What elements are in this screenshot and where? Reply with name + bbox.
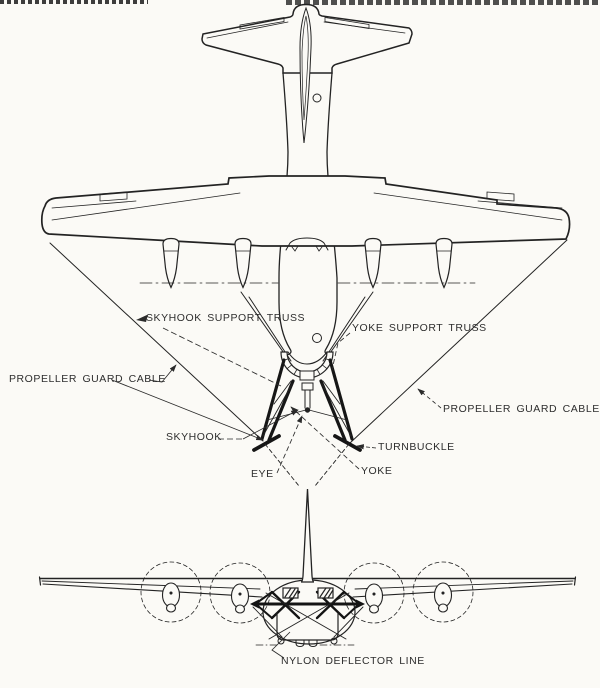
yoke-support-truss-members (240, 291, 374, 362)
skyhook-fitting (301, 382, 314, 413)
elevator-tab (239, 17, 285, 30)
lower-fuselage-box (276, 612, 339, 641)
label-skyhook-support-truss: SKYHOOK SUPPORT TRUSS (146, 312, 306, 324)
leader-to-truss-foot (111, 379, 264, 441)
label-propeller-guard-cable-left: PROPELLER GUARD CABLE (9, 373, 166, 385)
leader-yoke (290, 406, 360, 470)
scan-artifact-strip (286, 0, 600, 5)
label-yoke: YOKE (361, 465, 393, 477)
leader-turnbuckle (356, 444, 377, 450)
elevator-tab (324, 17, 370, 29)
aileron-line (477, 200, 563, 209)
scan-artifact-strip (0, 0, 148, 4)
aileron-line (51, 200, 137, 209)
canopy-arch (285, 237, 329, 251)
vertical-fin-plan (299, 6, 312, 144)
aileron-tab (486, 191, 515, 202)
plan-view (40, 3, 571, 487)
nose-outline (287, 351, 328, 365)
fuselage-plan (278, 72, 292, 356)
vertical-fin-plan-inner (301, 15, 309, 121)
leader-propeller-guard-cable-left (148, 364, 177, 383)
wingtip-cap (38, 576, 42, 586)
label-propeller-guard-cable-right: PROPELLER GUARD CABLE (443, 403, 600, 415)
elevator-hinge-line (206, 21, 289, 39)
leader-yoke-support-truss (331, 332, 351, 371)
wingtip-cap (573, 576, 577, 586)
leader-tick-skyhook-support-truss (136, 314, 148, 322)
truss-end-fitting (250, 599, 259, 609)
leader-skyhook-support-truss (162, 327, 282, 387)
wing-plan (40, 175, 571, 247)
label-nylon-deflector-line: NYLON DEFLECTOR LINE (281, 655, 425, 667)
wing-spar-line (51, 192, 241, 221)
fuselage-plan (324, 72, 338, 356)
propeller-guard-cable-line (49, 242, 264, 442)
label-eye: EYE (251, 468, 274, 480)
canopy-tick (315, 245, 323, 252)
landing-gear-wheels (277, 637, 338, 648)
leader-eye (276, 415, 303, 474)
truss-foot-bar (333, 434, 362, 452)
skyhook-support-truss-legs (252, 358, 362, 452)
nose-hatch-circle (312, 333, 322, 343)
wing-spar-line (373, 192, 563, 221)
astrodome-circle (312, 93, 322, 103)
leader-skyhook-to-hook (242, 409, 299, 440)
front-view (38, 488, 577, 648)
engine-nacelles-front (161, 582, 453, 614)
label-skyhook: SKYHOOK (166, 431, 222, 443)
leader-nylon-deflector-line (271, 631, 291, 659)
truss-hatch-block (282, 587, 334, 599)
label-yoke-support-truss: YOKE SUPPORT TRUSS (352, 322, 487, 334)
canopy-tick (291, 245, 299, 252)
yoke-ring (280, 351, 334, 381)
aileron-tab (99, 191, 128, 202)
leader-propeller-guard-cable-right (417, 388, 442, 409)
vertical-fin-front (300, 488, 315, 583)
engine-nacelles-plan (162, 237, 453, 289)
leader-lines (111, 314, 442, 659)
truss-bracing (262, 380, 352, 487)
truss-end-fitting (356, 599, 365, 609)
label-turnbuckle: TURNBUCKLE (378, 441, 455, 453)
truss-foot-bar (252, 434, 281, 452)
propeller-guard-cable-line (349, 239, 568, 444)
